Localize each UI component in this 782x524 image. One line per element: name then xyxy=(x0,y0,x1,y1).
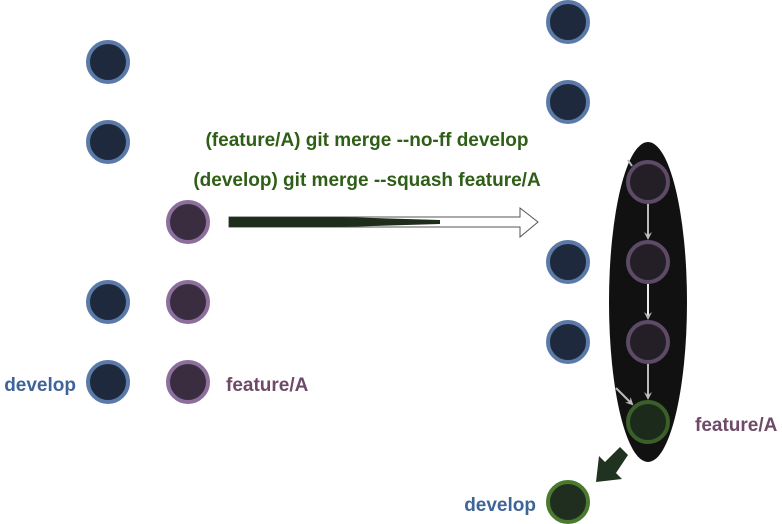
squash-arrow xyxy=(596,447,628,482)
commit-node xyxy=(546,0,590,44)
before-develop-branch xyxy=(86,40,130,404)
transition-arrow xyxy=(228,206,539,239)
commit-node-feature-head xyxy=(166,360,210,404)
before-feature-label: feature/A xyxy=(226,375,309,396)
command-merge-no-ff: (feature/A) git merge --no-ff develop xyxy=(205,130,528,151)
commit-node xyxy=(86,280,130,324)
before-feature-branch xyxy=(166,200,210,404)
after-feature-label: feature/A xyxy=(695,415,778,436)
command-merge-squash: (develop) git merge --squash feature/A xyxy=(193,170,541,191)
commit-node xyxy=(626,240,670,284)
commit-node xyxy=(546,320,590,364)
after-develop-label: develop xyxy=(464,495,536,516)
after-develop-branch xyxy=(546,0,590,524)
merge-commit-node xyxy=(626,400,670,444)
before-develop-label: develop xyxy=(4,375,76,396)
commit-node xyxy=(166,200,210,244)
commit-node xyxy=(86,40,130,84)
commit-node xyxy=(166,280,210,324)
squash-commit-node xyxy=(546,480,590,524)
commit-node xyxy=(626,160,670,204)
commit-node xyxy=(546,240,590,284)
squash-group xyxy=(609,142,687,462)
commit-node-develop-head xyxy=(86,360,130,404)
commit-node xyxy=(546,80,590,124)
commit-node xyxy=(86,120,130,164)
commit-node xyxy=(626,320,670,364)
